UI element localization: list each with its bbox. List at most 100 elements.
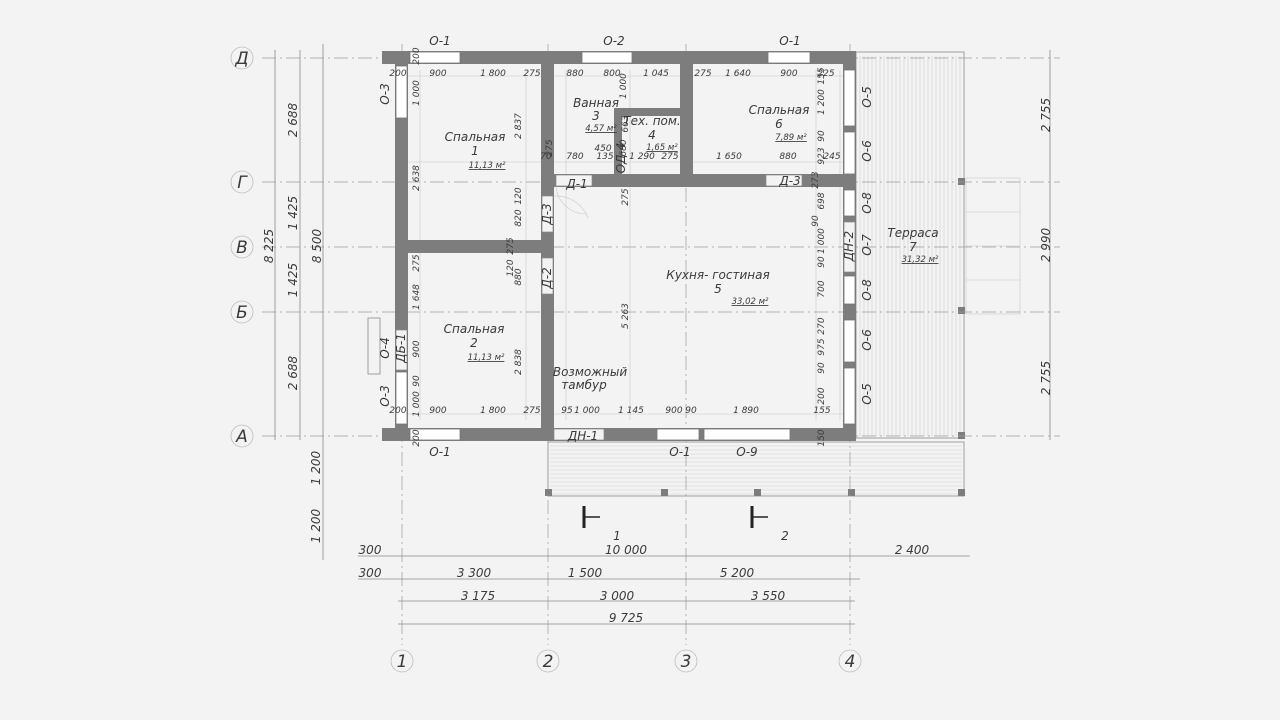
- dim-vp-2: 120: [514, 187, 524, 204]
- opening-right-2: О-6: [860, 140, 874, 162]
- dim-mid-1: 70: [540, 152, 552, 162]
- dim-bot-4: 275: [523, 406, 540, 416]
- dim-vl-1: 200: [412, 47, 422, 64]
- room-2: Спальная 2 11,13 м²: [444, 322, 505, 363]
- dim-bot-3: 1 800: [480, 406, 506, 416]
- svg-text:Ванная: Ванная: [573, 96, 619, 110]
- dim-vl-3: 2 638: [412, 165, 422, 191]
- bottom-dim-r2-a: 300: [359, 566, 382, 580]
- room-3: Ванная 3 4,57 м²: [573, 96, 619, 134]
- bottom-dim-r1-b: 10 000: [605, 543, 647, 557]
- svg-text:5: 5: [714, 282, 722, 296]
- svg-text:Терраса: Терраса: [887, 226, 938, 240]
- axis-label-v: В: [236, 238, 248, 258]
- dim-vp-7: 2 838: [514, 349, 524, 375]
- room-5: Кухня- гостиная 5 33,02 м²: [666, 268, 769, 307]
- opening-left-2: О-4: [378, 337, 392, 358]
- left-dim-overall-2: 8 500: [310, 228, 324, 263]
- opening-right-3: О-8: [860, 192, 874, 214]
- svg-text:Спальная: Спальная: [749, 103, 810, 117]
- opening-right-5: ДН-2: [842, 231, 856, 262]
- dim-bot-1: 200: [389, 406, 406, 416]
- svg-text:3: 3: [592, 109, 600, 123]
- section-marker-1: 1: [582, 506, 621, 543]
- svg-text:31,32 м²: 31,32 м²: [902, 255, 939, 265]
- svg-text:6: 6: [775, 117, 783, 131]
- bottom-dim-r1-c: 2 400: [895, 543, 930, 557]
- dim-vr-12: 975: [817, 338, 827, 355]
- dim-bath-1: 680: [619, 139, 629, 156]
- dim-vr-3: 90: [817, 130, 827, 142]
- dim-vp-4: 275: [506, 237, 516, 254]
- opening-bottom-2: ДН-1: [567, 429, 598, 443]
- dim-vr-13: 90: [817, 362, 827, 374]
- dim-vr-1: 155: [817, 67, 827, 84]
- left-dim-lines: [274, 44, 324, 560]
- dim-top-7: 1 045: [643, 69, 669, 79]
- axis-label-g: Г: [237, 173, 248, 193]
- door-d1: Д-1: [565, 177, 587, 191]
- opening-bottom-3: О-1: [669, 445, 690, 459]
- dim-bot-8: 900: [665, 406, 682, 416]
- opening-top-2: О-2: [603, 34, 624, 48]
- dim-bot-10: 1 890: [733, 406, 759, 416]
- room-6: Спальная 6 7,89 м²: [749, 103, 810, 143]
- window-openings: [395, 51, 856, 441]
- dim-vr-7: 90: [811, 215, 821, 227]
- door-od4: ОД-4: [614, 143, 628, 174]
- dim-top-2: 900: [429, 69, 446, 79]
- dim-mid-3: 450: [594, 144, 611, 154]
- dim-vm-3: 275: [621, 188, 631, 205]
- dim-bot-2: 900: [429, 406, 446, 416]
- dim-mid-9: 245: [823, 152, 840, 162]
- svg-text:Спальная: Спальная: [444, 322, 505, 336]
- opening-right-7: О-6: [860, 329, 874, 351]
- axis-label-3: 3: [681, 652, 692, 672]
- opening-right-8: О-5: [860, 383, 874, 404]
- right-dim-1: 2 755: [1039, 98, 1053, 132]
- door-d2: Д-2: [540, 267, 554, 289]
- door-d3-right: Д-3: [778, 174, 800, 188]
- dim-mid-5: 1 290: [629, 152, 655, 162]
- porch-posts: [545, 489, 965, 496]
- room-4: Тех. пом. 4 1,65 м²: [623, 114, 681, 153]
- svg-text:4: 4: [648, 128, 656, 142]
- dim-vr-11: 270: [817, 317, 827, 334]
- bottom-dim-r2-b: 3 300: [457, 566, 492, 580]
- dim-vl-8: 1 000: [412, 391, 422, 417]
- dim-vm-4: 5 263: [621, 303, 631, 329]
- dim-vp-1: 2 837: [514, 113, 524, 139]
- dim-vr-6: 698: [817, 192, 827, 209]
- svg-text:1: 1: [613, 529, 621, 543]
- dim-vm-2: 663: [621, 115, 631, 132]
- left-dim-below-2: 1 200: [309, 508, 323, 543]
- dim-vr-9: 90: [817, 256, 827, 268]
- opening-bottom-4: О-9: [736, 445, 757, 459]
- dim-top-9: 1 640: [725, 69, 751, 79]
- bottom-dim-r2-d: 5 200: [720, 566, 755, 580]
- axis-label-4: 4: [845, 652, 856, 672]
- axis-label-d: Д: [234, 49, 248, 69]
- opening-left-3: ДБ-1: [394, 333, 408, 364]
- bottom-dim-r1-a: 300: [359, 543, 382, 557]
- dim-bot-5: 95: [561, 406, 573, 416]
- door-swings: [553, 185, 589, 219]
- right-dim-2: 2 990: [1039, 227, 1053, 262]
- dim-bot-7: 1 145: [618, 406, 644, 416]
- dim-vp-6: 880: [514, 268, 524, 285]
- right-dim-3: 2 755: [1039, 361, 1053, 395]
- dim-top-1: 200: [389, 69, 406, 79]
- possible-vestibule: Возможный тамбур: [553, 365, 627, 392]
- terrace-deck: [859, 56, 961, 436]
- left-dim-3: 1 425: [286, 263, 300, 297]
- dim-vl-2: 1 000: [412, 80, 422, 106]
- left-dim-overall-1: 8 225: [262, 229, 276, 263]
- opening-right-1: О-5: [860, 86, 874, 107]
- opening-top-3: О-1: [779, 34, 800, 48]
- room-7: Терраса 7 31,32 м²: [887, 226, 939, 265]
- opening-top-1: О-1: [429, 34, 450, 48]
- svg-text:1: 1: [471, 144, 479, 158]
- svg-text:Тех. пом.: Тех. пом.: [623, 114, 681, 128]
- dim-top-11: 225: [817, 69, 834, 79]
